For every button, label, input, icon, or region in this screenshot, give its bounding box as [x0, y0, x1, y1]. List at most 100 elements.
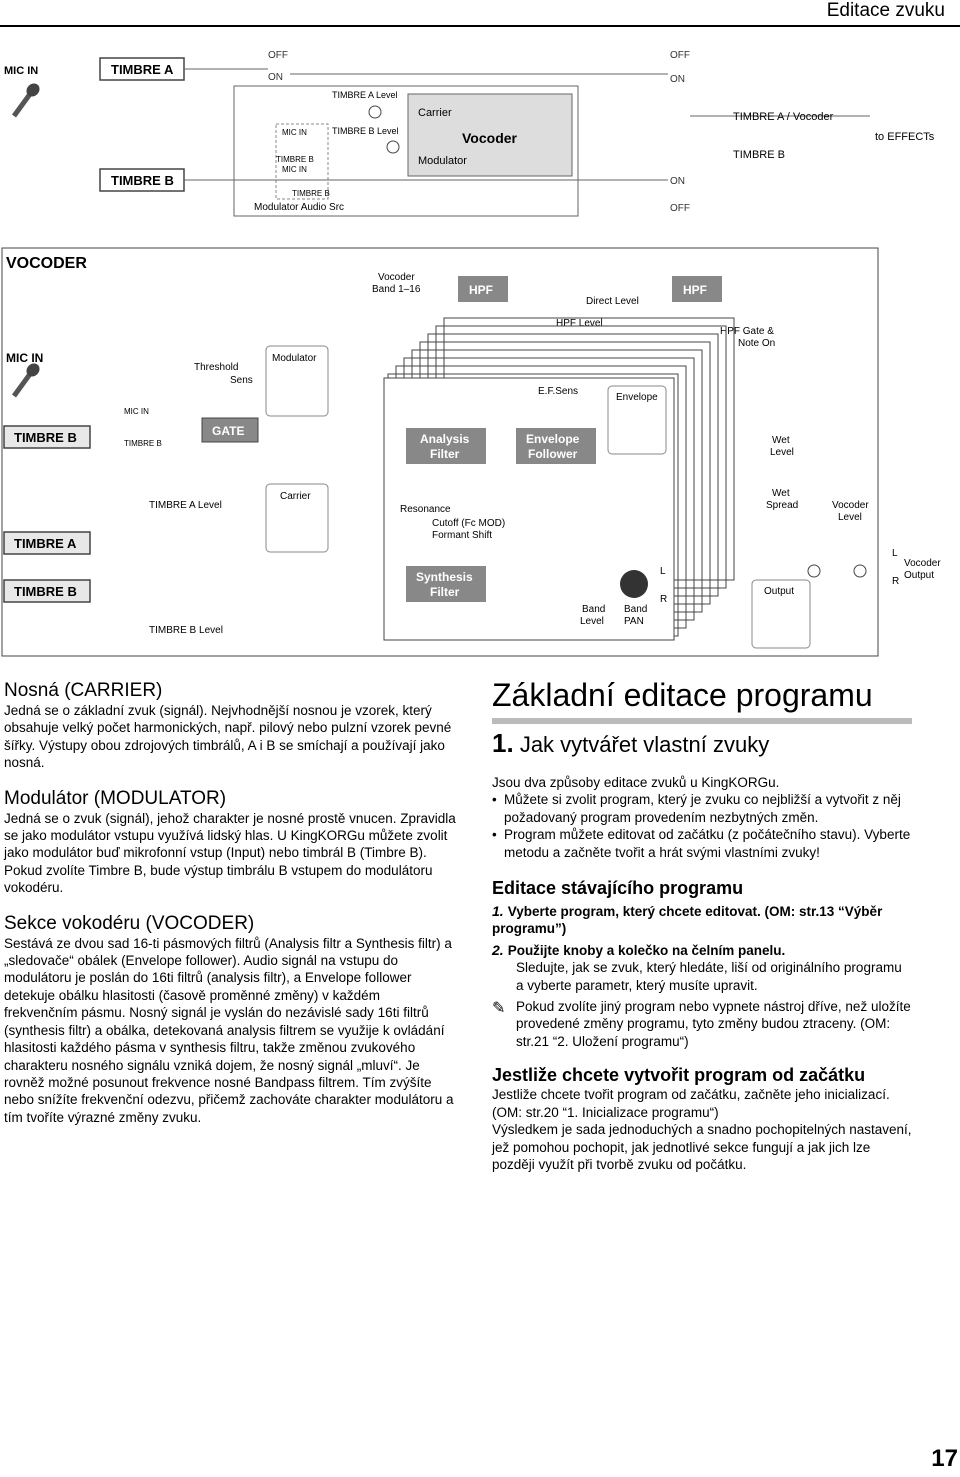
mic-in-small: MIC IN	[282, 128, 307, 137]
sum-icon-2	[386, 140, 400, 154]
resonance-label: Resonance	[400, 504, 451, 515]
note-on-label: Note On	[738, 338, 775, 349]
on-label-2: ON	[670, 74, 685, 85]
microphone-icon	[11, 83, 40, 118]
to-effects-label: to EFFECTs	[875, 131, 935, 143]
r-output-label: R	[892, 576, 899, 587]
microphone-icon	[11, 363, 40, 398]
wet-spread-label-2: Spread	[766, 500, 798, 511]
sum-icon-2	[853, 564, 867, 578]
step-2-text: Použijte knoby a kolečko na čelním panel…	[507, 942, 786, 958]
mic-in-label: MIC IN	[4, 65, 38, 77]
modulator-label: Modulator	[272, 353, 317, 364]
timbre-b-label-1: TIMBRE B	[14, 430, 77, 445]
new-program-paragraph-1: Jestliže chcete tvořit program od začátk…	[492, 1087, 890, 1120]
envelope-follower-label-1: Envelope	[526, 432, 580, 446]
direct-level-label: Direct Level	[586, 296, 639, 307]
intro-text: Jsou dva způsoby editace zvuků u KingKOR…	[492, 775, 780, 790]
timbre-a-level-label: TIMBRE A Level	[149, 500, 222, 511]
off-label-2: OFF	[670, 50, 690, 61]
vocoder-band-label-2: Band 1–16	[372, 284, 421, 295]
timbre-a-label: TIMBRE A	[14, 536, 77, 551]
vocoder-title: VOCODER	[6, 255, 87, 272]
l-output-label: L	[892, 548, 898, 559]
pen-note-icon: ✎	[492, 1000, 506, 1018]
step-2-paragraph: Sledujte, jak se zvuk, který hledáte, li…	[516, 960, 902, 993]
envelope-follower-label-2: Follower	[528, 447, 578, 461]
new-program-paragraph-2: Výsledkem je sada jednoduchých a snadno …	[492, 1122, 912, 1172]
timbre-b-small: TIMBRE B	[276, 155, 314, 164]
hpf-label-2: HPF	[683, 283, 707, 297]
sum-icon-1	[368, 105, 382, 119]
off-label-1: OFF	[268, 50, 288, 61]
analysis-filter-label-1: Analysis	[420, 432, 470, 446]
left-column: Nosná (CARRIER) Jedná se o základní zvuk…	[4, 680, 456, 1126]
carrier-heading: Nosná (CARRIER)	[4, 680, 163, 701]
vocoder-heading: Sekce vokodéru (VOCODER)	[4, 912, 255, 934]
right-column: Základní editace programu 1. Jak vytváře…	[492, 676, 912, 1173]
header-title: Editace zvuku	[826, 0, 945, 21]
wet-spread-label-1: Wet	[772, 488, 790, 499]
sub-heading-text: Jak vytvářet vlastní zvuky	[519, 732, 770, 757]
wet-level-label-1: Wet	[772, 435, 790, 446]
cutoff-label: Cutoff (Fc MOD)	[432, 518, 505, 529]
timbre-b-small: TIMBRE B	[124, 439, 162, 448]
carrier-label: Carrier	[280, 491, 311, 502]
off-label-3: OFF	[670, 203, 690, 214]
sum-icon-1	[807, 564, 821, 578]
modulator-heading: Modulátor (MODULATOR)	[4, 787, 227, 809]
hpf-gate-label: HPF Gate &	[720, 326, 774, 337]
note-text: Pokud zvolíte jiný program nebo vypnete …	[516, 999, 911, 1049]
vocoder-output-label-1: Vocoder	[904, 558, 941, 569]
main-heading: Základní editace programu	[492, 677, 873, 713]
vocoder-label: Vocoder	[462, 130, 518, 146]
band-pan-label-2: PAN	[624, 616, 644, 627]
heading-rule	[492, 718, 912, 724]
vocoder-band-label-1: Vocoder	[378, 272, 415, 283]
output-label: Output	[764, 586, 794, 597]
vocoder-output-label-2: Output	[904, 570, 934, 581]
band-pan-label-1: Band	[624, 604, 647, 615]
header-rule	[0, 25, 960, 27]
modulator-audio-src-label: Modulator Audio Src	[254, 202, 344, 213]
sens-label: Sens	[230, 375, 253, 386]
timbre-b-out-label: TIMBRE B	[733, 149, 785, 161]
band-level-label-2: Level	[580, 616, 604, 627]
band-pan-knob-icon	[620, 570, 648, 598]
timbre-b-label: TIMBRE B	[111, 173, 174, 188]
note: ✎ Pokud zvolíte jiný program nebo vypnet…	[492, 998, 912, 1050]
threshold-label: Threshold	[194, 362, 238, 373]
page-header: Editace zvuku	[0, 0, 960, 27]
edit-heading: Editace stávajícího programu	[492, 878, 744, 899]
step-1: 1.Vyberte program, který chcete editovat…	[492, 903, 912, 938]
routing-diagram: MIC IN TIMBRE A TIMBRE B OFF ON OFF ON C…	[4, 50, 935, 217]
r-label: R	[660, 594, 667, 605]
hpf-level-label: HPF Level	[556, 318, 603, 329]
vocoder-paragraph: Sestává ze dvou sad 16-ti pásmových filt…	[4, 935, 454, 1125]
carrier-paragraph: Jedná se o základní zvuk (signál). Nejvh…	[4, 703, 452, 771]
timbre-b-label-2: TIMBRE B	[14, 584, 77, 599]
modulator-paragraph: Jedná se o zvuk (signál), jehož charakte…	[4, 810, 456, 896]
timbre-a-vocoder-label: TIMBRE A / Vocoder	[733, 111, 834, 123]
mic-in-small: MIC IN	[124, 407, 149, 416]
step-1-text: Vyberte program, který chcete editovat. …	[492, 904, 883, 937]
vocoder-level-label-1: Vocoder	[832, 500, 869, 511]
mic-in-small-2: MIC IN	[282, 165, 307, 174]
timbre-b-small-2: TIMBRE B	[292, 189, 330, 198]
bullet-1: Můžete si zvolit program, který je zvuku…	[492, 791, 912, 826]
mic-in-label: MIC IN	[6, 351, 43, 365]
gate-label: GATE	[212, 424, 244, 438]
synthesis-filter-label-2: Filter	[430, 585, 460, 599]
timbre-b-level-label: TIMBRE B Level	[149, 625, 223, 636]
bullet-2: Program můžete editovat od začátku (z po…	[492, 826, 912, 861]
sub-heading: 1. Jak vytvářet vlastní zvuky	[492, 730, 912, 758]
formant-shift-label: Formant Shift	[432, 530, 492, 541]
l-label: L	[660, 566, 666, 577]
hpf-label-1: HPF	[469, 283, 493, 297]
page-number: 17	[931, 1445, 958, 1472]
on-label-3: ON	[670, 176, 685, 187]
timbre-a-level-label: TIMBRE A Level	[332, 90, 398, 100]
vocoder-level-label-2: Level	[838, 512, 862, 523]
step-2-number: 2.	[492, 941, 504, 958]
vocoder-diagram: VOCODER MIC IN TIMBRE B TIMBRE A TIMBRE …	[1, 247, 941, 657]
